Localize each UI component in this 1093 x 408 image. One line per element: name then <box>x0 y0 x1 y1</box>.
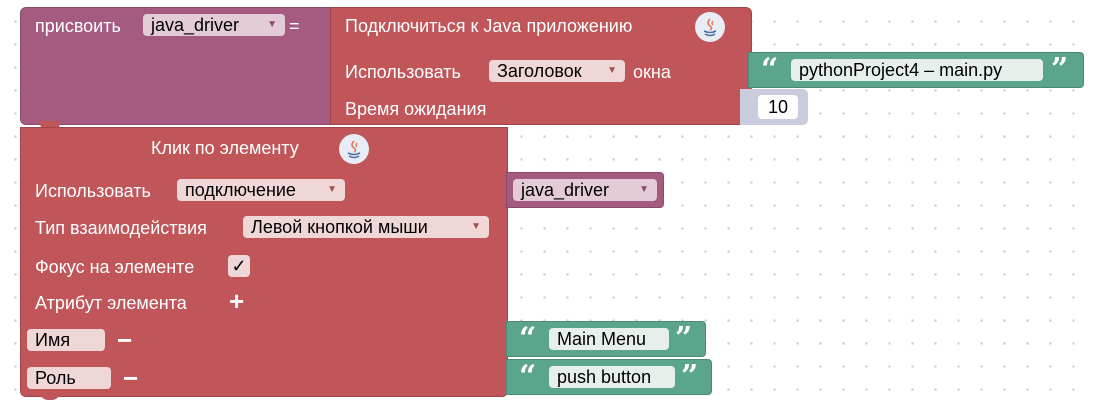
dropdown-arrow-icon: ▼ <box>471 221 481 232</box>
connection-variable-dropdown[interactable]: java_driver ▼ <box>513 179 657 201</box>
dropdown-arrow-icon: ▼ <box>639 184 649 195</box>
connection-variable-block[interactable]: java_driver ▼ <box>506 172 664 208</box>
click-use-label: Использовать <box>35 181 151 201</box>
focus-label: Фокус на элементе <box>35 257 195 277</box>
assign-equals: = <box>289 16 300 36</box>
dropdown-arrow-icon: ▼ <box>267 19 277 30</box>
click-block-title: Клик по элементу <box>151 138 299 158</box>
connection-variable-value: java_driver <box>521 180 610 200</box>
quote-close-icon: ” <box>1051 52 1069 87</box>
quote-open-icon: “ <box>519 321 537 356</box>
timeout-input[interactable]: 10 <box>758 95 798 119</box>
java-icon <box>339 134 369 164</box>
attribute-name-field[interactable]: Имя <box>27 329 105 351</box>
attribute-value-string-block[interactable]: “ push button ” <box>506 359 712 395</box>
java-connect-block[interactable]: Подключиться к Java приложению Использов… <box>330 7 752 125</box>
java-use-dropdown[interactable]: Заголовок ▼ <box>489 60 625 82</box>
window-title-input[interactable]: pythonProject4 – main.py <box>791 59 1043 81</box>
interaction-type-dropdown[interactable]: Левой кнопкой мыши ▼ <box>243 216 489 238</box>
attribute-label: Атрибут элемента <box>35 293 187 313</box>
click-use-dropdown[interactable]: подключение ▼ <box>177 179 345 201</box>
assign-variable-dropdown[interactable]: java_driver ▼ <box>143 14 285 36</box>
quote-close-icon: ” <box>681 359 699 394</box>
dropdown-arrow-icon: ▼ <box>607 65 617 76</box>
click-element-block[interactable]: Клик по элементу Использовать подключени… <box>20 127 508 397</box>
attribute-value-input[interactable]: Main Menu <box>549 328 669 350</box>
interaction-type-value: Левой кнопкой мыши <box>251 217 428 237</box>
click-block-tab <box>40 121 60 131</box>
quote-open-icon: “ <box>761 52 779 87</box>
attribute-value-string-block[interactable]: “ Main Menu ” <box>506 321 706 357</box>
attribute-value-input[interactable]: push button <box>549 366 675 388</box>
java-connect-title: Подключиться к Java приложению <box>345 16 633 36</box>
remove-attribute-button[interactable]: − <box>117 325 133 355</box>
click-use-value: подключение <box>185 180 296 200</box>
quote-open-icon: “ <box>519 359 537 394</box>
assign-variable-value: java_driver <box>151 15 240 35</box>
assign-label: присвоить <box>35 16 121 36</box>
java-timeout-label: Время ожидания <box>345 99 487 119</box>
java-window-label: окна <box>633 62 671 82</box>
interaction-type-label: Тип взаимодействия <box>35 218 207 238</box>
dropdown-arrow-icon: ▼ <box>327 184 337 195</box>
assign-block[interactable]: присвоить java_driver ▼ = <box>20 7 332 125</box>
click-block-bottom-tab <box>40 390 60 400</box>
add-attribute-button[interactable]: + <box>229 286 245 316</box>
attribute-name-field[interactable]: Роль <box>27 367 111 389</box>
java-use-label: Использовать <box>345 62 461 82</box>
java-icon <box>695 12 725 42</box>
remove-attribute-button[interactable]: − <box>123 363 139 393</box>
java-use-value: Заголовок <box>497 61 582 81</box>
focus-checkbox[interactable]: ✓ <box>228 255 250 277</box>
window-title-string-block[interactable]: “ pythonProject4 – main.py ” <box>748 52 1084 88</box>
quote-close-icon: ” <box>675 321 693 356</box>
